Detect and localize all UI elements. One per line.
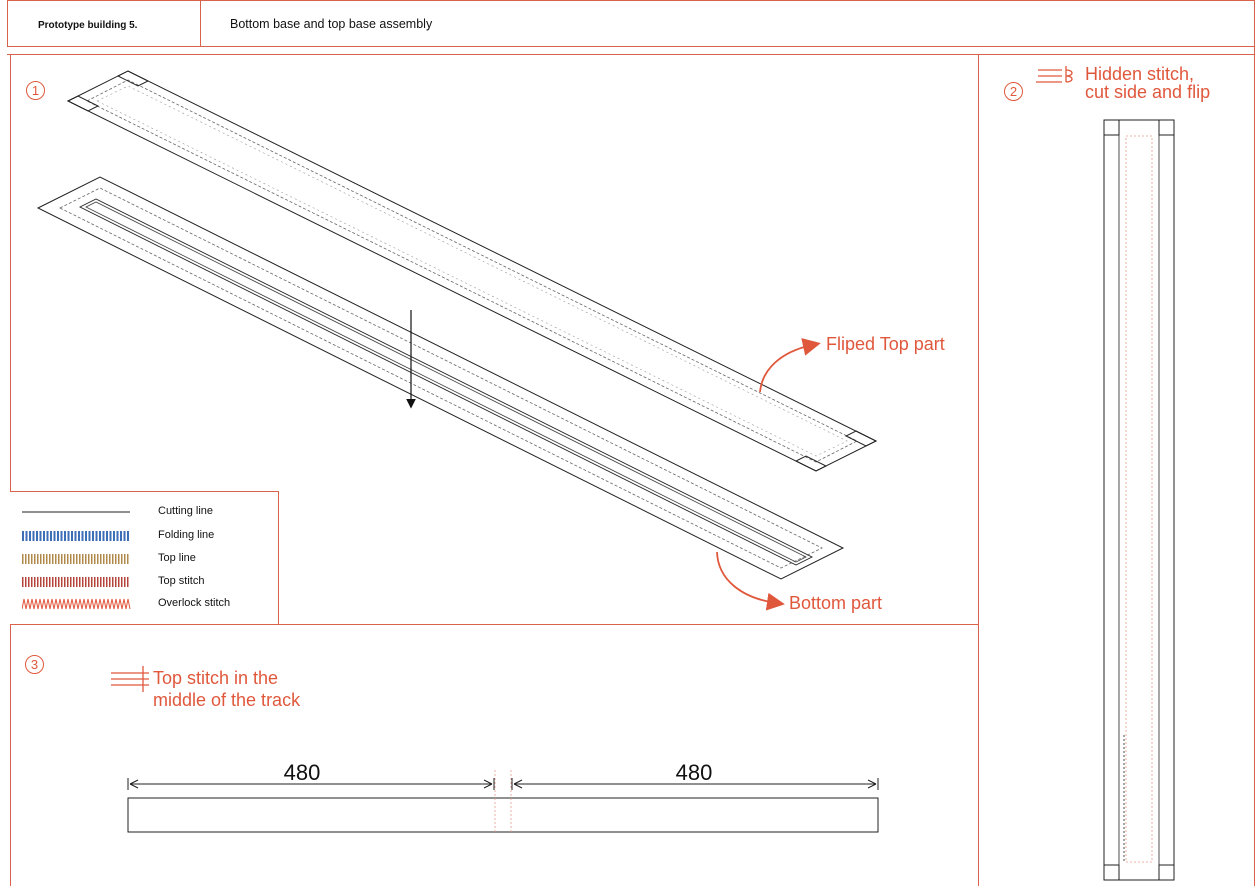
top-stitch-symbol-icon xyxy=(111,666,149,692)
frame-header-divider xyxy=(200,0,201,47)
bottom-part-callout-arrow xyxy=(716,551,785,611)
frame-section-divider xyxy=(10,624,978,625)
strip-outline xyxy=(1103,119,1175,881)
top-part-drawing xyxy=(66,70,878,472)
top-part-callout-arrow xyxy=(759,338,821,393)
strip-corner-bl xyxy=(1103,864,1120,881)
top-part-callout: Fliped Top part xyxy=(826,334,945,354)
step-1-number: 1 xyxy=(26,81,45,100)
page-title: Bottom base and top base assembly xyxy=(230,17,433,31)
step-3-note-line1: Top stitch in the xyxy=(153,668,279,688)
top-corner-square xyxy=(116,70,150,87)
top-corner-square-4 xyxy=(794,455,828,472)
bottom-track-inner xyxy=(85,201,807,563)
step-3-number: 3 xyxy=(25,655,44,674)
line-legend: Cutting line Folding line Top line Top s… xyxy=(10,491,279,624)
step-2-note-line2: cut side and flip xyxy=(1085,82,1211,102)
step-3-track-drawing xyxy=(127,770,879,833)
dimension-right-label: 480 xyxy=(675,760,713,785)
step-2-note: Hidden stitch, cut side and flip xyxy=(1085,65,1210,101)
step-2-strip-drawing xyxy=(1103,119,1175,881)
folding-line-icon xyxy=(22,531,130,541)
frame-column-divider xyxy=(978,54,979,886)
top-part-inner-line xyxy=(96,85,848,457)
legend-label: Overlock stitch xyxy=(158,597,231,609)
dimension-left-label: 480 xyxy=(283,760,321,785)
strip-corner-tr xyxy=(1158,119,1175,136)
top-corner-square-2 xyxy=(66,95,100,112)
strip-hidden-stitch xyxy=(1125,135,1153,863)
cutting-line-icon xyxy=(22,511,130,513)
legend-label: Folding line xyxy=(158,529,215,541)
step-2-note-line1: Hidden stitch, xyxy=(1085,64,1195,84)
legend-label: Top line xyxy=(158,552,196,564)
frame-left xyxy=(7,0,8,47)
frame-header-bottom xyxy=(7,46,1255,47)
strip-corner-br xyxy=(1158,864,1175,881)
strip-corner-tl xyxy=(1103,119,1120,136)
hidden-stitch-symbol-icon xyxy=(1036,66,1073,83)
bottom-part-callout: Bottom part xyxy=(789,593,883,613)
legend-label: Cutting line xyxy=(158,505,214,517)
overlock-zigzag-icon xyxy=(22,598,131,610)
frame-left-lower xyxy=(10,54,11,886)
bottom-part-stitch xyxy=(59,187,823,569)
step-3-note: Top stitch in the middle of the track xyxy=(153,669,300,709)
step-2-number: 2 xyxy=(1004,82,1023,101)
top-part-outline xyxy=(66,70,878,472)
frame-header-bottom-2 xyxy=(7,54,1255,55)
top-stitch-icon xyxy=(22,577,130,587)
bottom-part-outline xyxy=(36,176,845,580)
prototype-label: Prototype building 5. xyxy=(38,20,138,31)
top-corner-square-3 xyxy=(844,430,878,447)
step-3-note-line2: middle of the track xyxy=(153,690,301,710)
bottom-track-outer xyxy=(78,198,814,566)
dimension-lines xyxy=(127,778,879,790)
track-outline xyxy=(127,797,879,833)
frame-top xyxy=(7,0,1255,1)
top-line-icon xyxy=(22,554,130,564)
top-part-stitch xyxy=(86,79,858,463)
bottom-part-drawing xyxy=(36,176,845,580)
legend-label: Top stitch xyxy=(158,575,205,587)
